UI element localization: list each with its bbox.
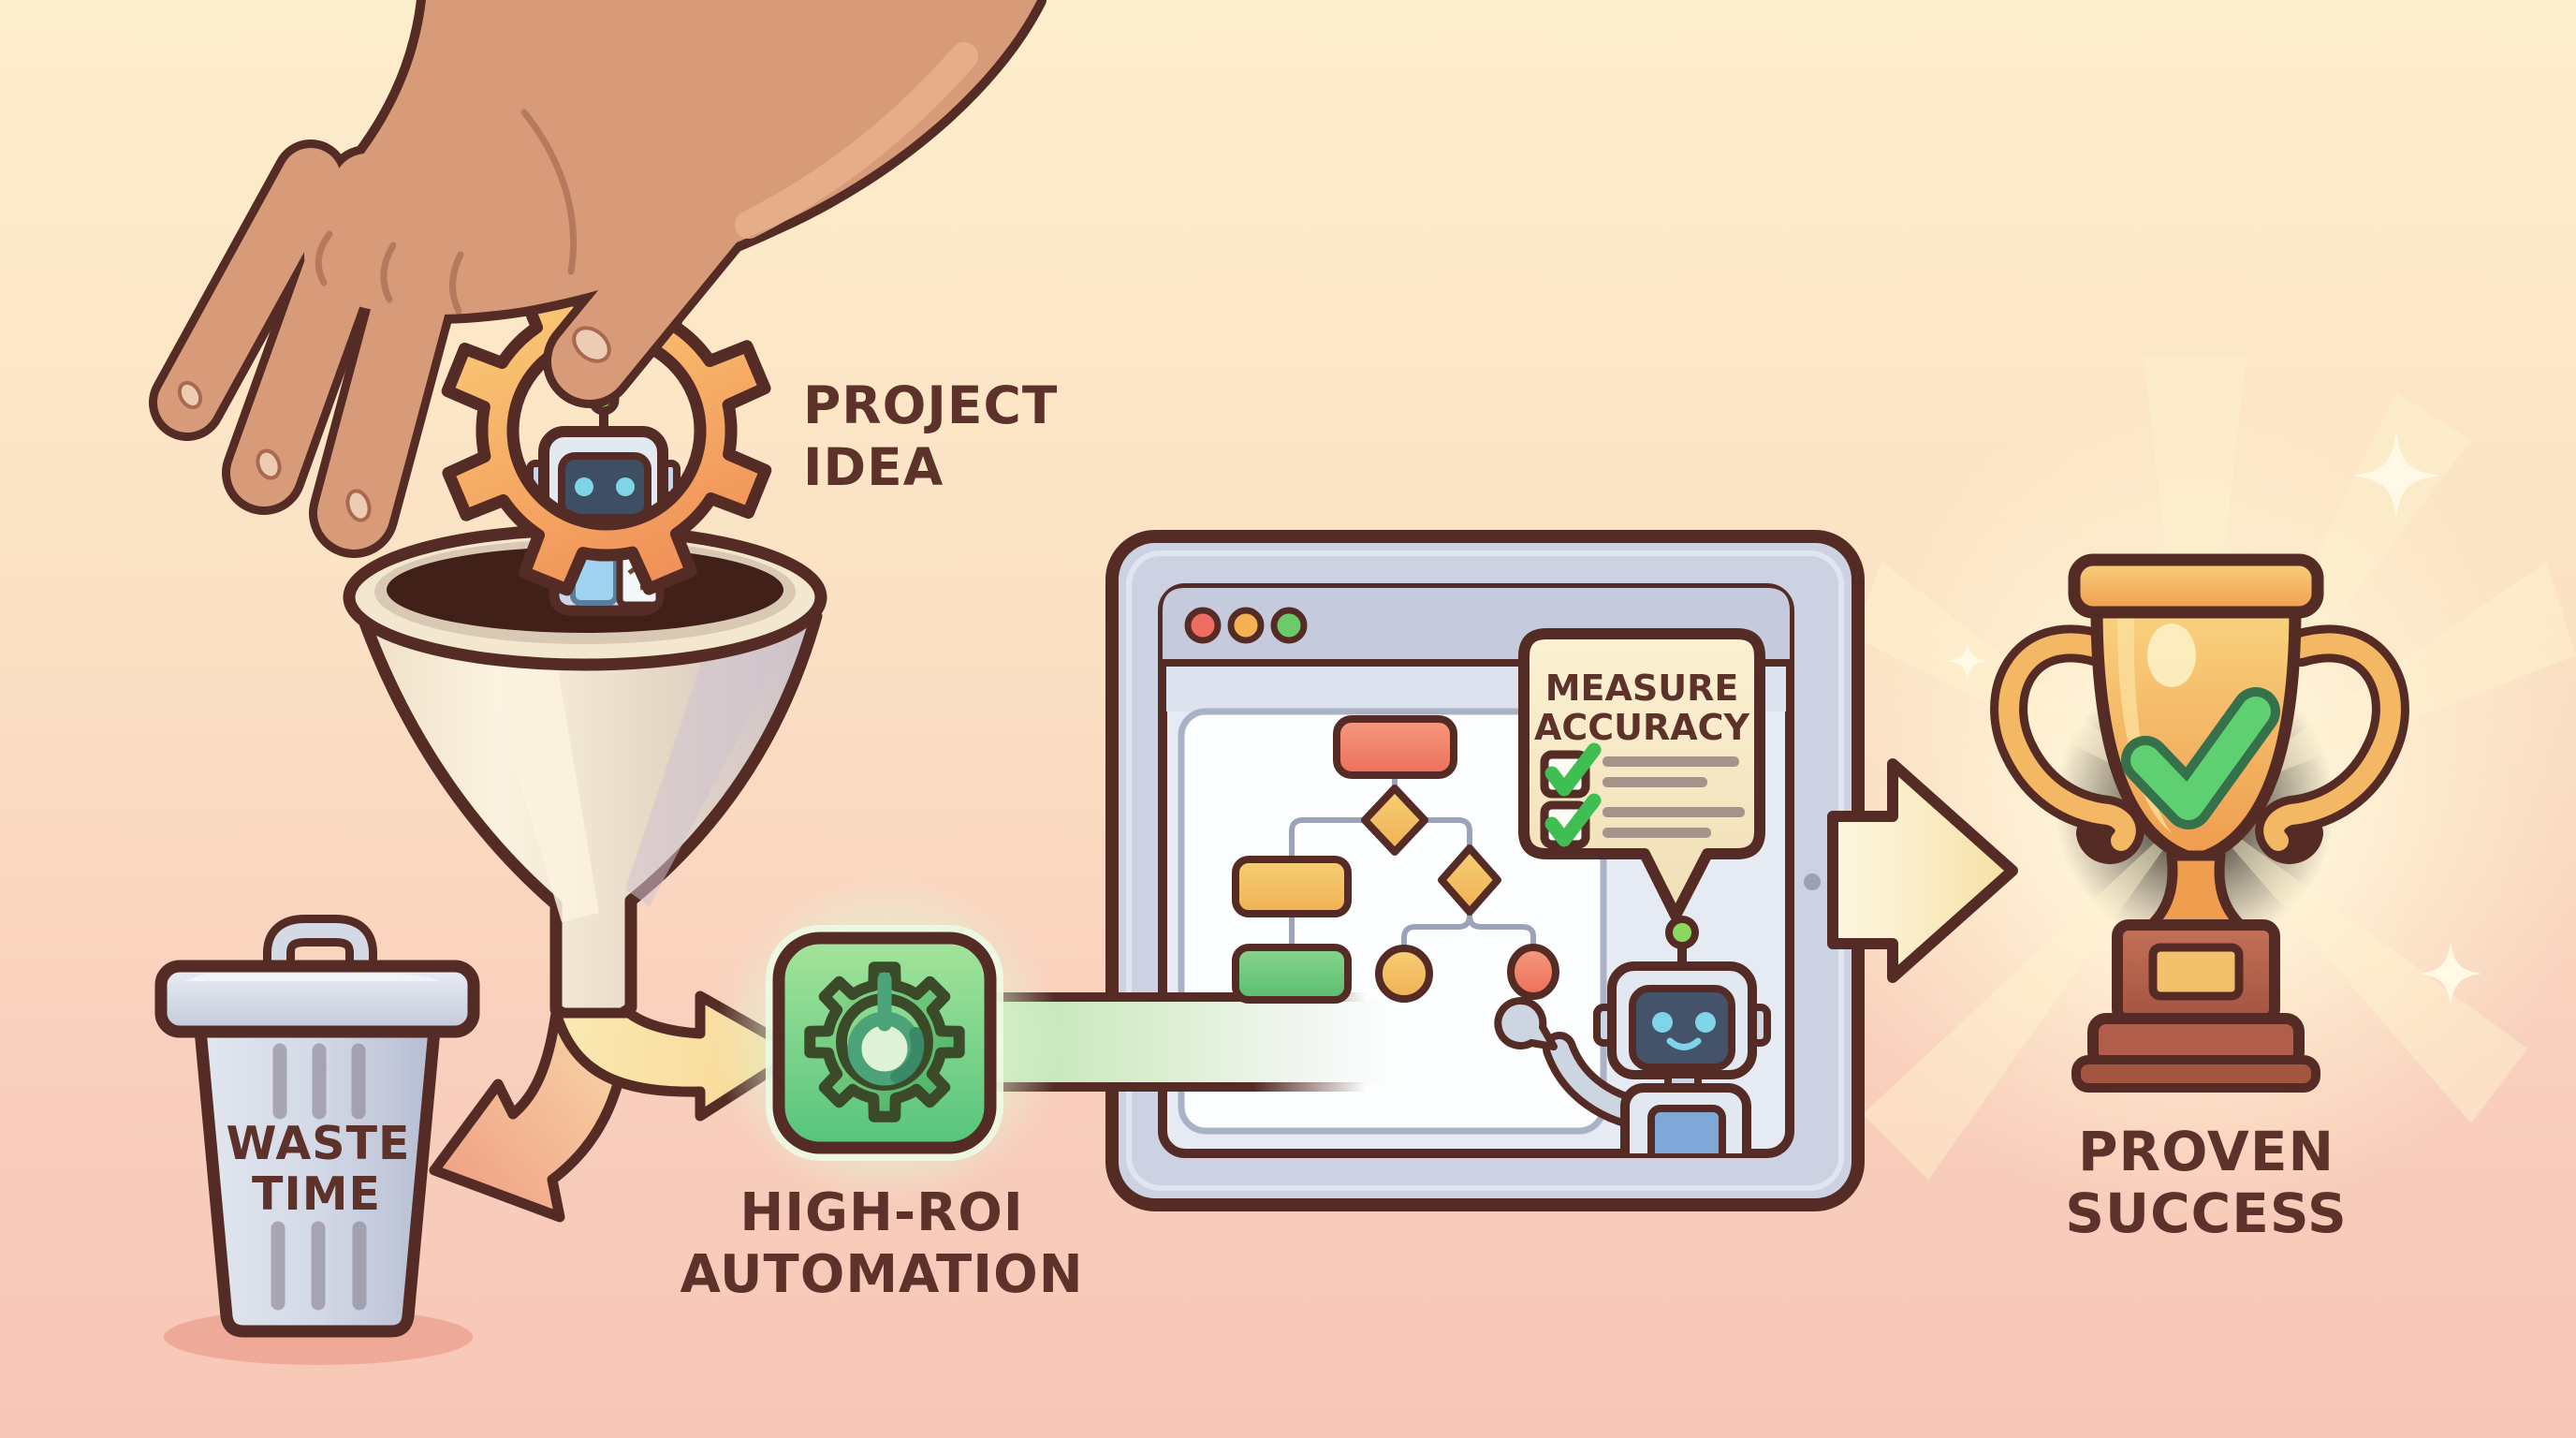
- flow-terminal-red[interactable]: [1507, 944, 1559, 1000]
- funnel-bowl: [343, 219, 827, 671]
- robot-face: [1629, 985, 1735, 1071]
- proven-success-label-line1: PROVEN: [2078, 1120, 2334, 1183]
- trophy-plaque: [2148, 943, 2244, 1001]
- robot-chest-panel: [1647, 1105, 1726, 1153]
- project-idea-label-line1: PROJECT: [803, 375, 1058, 435]
- waste-label-line2: TIME: [252, 1167, 381, 1221]
- speech-bubble: MEASURE ACCURACY: [1518, 628, 1765, 921]
- waste-label-line1: WASTE: [227, 1117, 411, 1170]
- check-icon: [1544, 793, 1602, 847]
- success-arrow-icon: [1827, 758, 2018, 983]
- green-gear-app-icon[interactable]: [714, 877, 1061, 1205]
- traffic-light-minimize[interactable]: [1227, 607, 1265, 644]
- high-roi-label-line2: AUTOMATION: [680, 1244, 1083, 1305]
- checklist-item-2[interactable]: [1540, 793, 1745, 849]
- trash-lid: [154, 960, 480, 1038]
- labels: PROJECT IDEA HIGH-ROI AUTOMATION PROVEN …: [680, 375, 2348, 1305]
- proven-success-label-line2: SUCCESS: [2065, 1181, 2348, 1245]
- fingernail: [177, 326, 611, 522]
- high-roi-label-line1: HIGH-ROI: [739, 1182, 1023, 1243]
- robot-antenna: [1665, 916, 1699, 949]
- robot-assistant-icon: [1494, 916, 1771, 1153]
- flow-decision-2[interactable]: [1438, 844, 1501, 916]
- trophy-rim: [2068, 553, 2324, 619]
- trash-icon: WASTE TIME: [154, 915, 480, 1365]
- robot-face: [558, 452, 651, 521]
- project-idea-label-line2: IDEA: [803, 437, 944, 497]
- hand-icon: [149, 0, 1046, 558]
- flow-node-red[interactable]: [1333, 715, 1457, 779]
- robot-claw: [1494, 997, 1558, 1050]
- check-icon: [1544, 742, 1602, 797]
- trophy-icon: [1990, 553, 2409, 1093]
- checklist-item-1[interactable]: [1540, 742, 1739, 799]
- trash-body: [193, 1023, 442, 1338]
- flow-terminal-yellow[interactable]: [1375, 945, 1433, 1003]
- bubble-title-line2: ACCURACY: [1534, 707, 1750, 748]
- traffic-light-close[interactable]: [1184, 607, 1222, 644]
- tablet-camera-dot: [1804, 873, 1821, 890]
- flow-node-green[interactable]: [1232, 944, 1352, 1004]
- flowchart: [1232, 715, 1559, 1004]
- flow-node-yellow[interactable]: [1232, 856, 1352, 917]
- traffic-light-maximize[interactable]: [1270, 607, 1308, 644]
- bubble-title-line1: MEASURE: [1545, 668, 1739, 709]
- flow-decision-1[interactable]: [1361, 785, 1428, 856]
